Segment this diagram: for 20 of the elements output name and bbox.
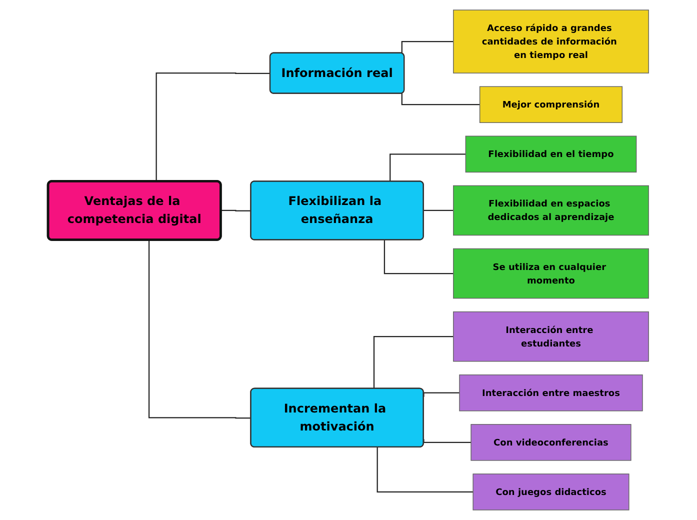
- connector: [376, 447, 474, 493]
- connector: [390, 154, 466, 182]
- node-box: Con juegos didacticos: [472, 474, 630, 510]
- node-box: Flexibilidad en espacios dedicados al aprendizaje: [453, 185, 650, 236]
- node-box: Con videoconferencias: [470, 424, 632, 461]
- node-box: Interacción entre estudiantes: [453, 311, 650, 362]
- node-box: Interacción entre maestros: [459, 374, 644, 412]
- node-box: Mejor comprensión: [480, 86, 623, 123]
- node-box: Acceso rápido a grandes cantidades de información en tiempo real: [453, 10, 650, 74]
- connector: [148, 240, 252, 419]
- connector: [384, 240, 454, 274]
- connector: [402, 94, 480, 106]
- node-box: Flexibilidad en el tiempo: [466, 136, 637, 173]
- connector: [220, 210, 252, 212]
- connector: [423, 439, 472, 443]
- connector: [156, 72, 271, 182]
- node-box: Se utiliza en cualquier momento: [453, 248, 650, 299]
- connector: [423, 210, 454, 212]
- connector: [374, 336, 454, 389]
- connector: [402, 40, 454, 54]
